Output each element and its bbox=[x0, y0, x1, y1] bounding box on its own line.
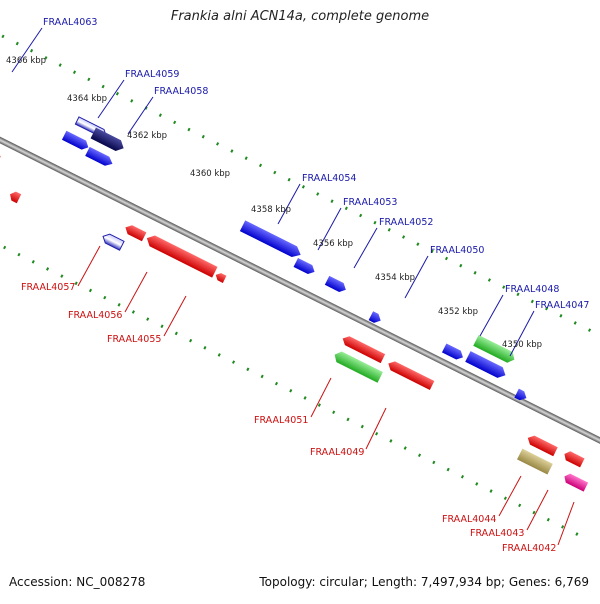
label-leader-line bbox=[498, 475, 522, 517]
gene-label-fraal4051: FRAAL4051 bbox=[254, 415, 308, 426]
label-leader-line bbox=[317, 207, 342, 251]
kbp-tick-label: 4354 kbp bbox=[375, 273, 415, 283]
gene-feature-fraal4042[interactable] bbox=[562, 472, 589, 492]
gene-feature-fraal4047[interactable] bbox=[465, 351, 508, 381]
gene-feature-fraal4055[interactable] bbox=[144, 233, 218, 278]
tick-ruler-forward bbox=[1, 34, 600, 369]
gene-feature-fraal4043[interactable] bbox=[517, 448, 553, 475]
gene-feature-fraal4048[interactable] bbox=[473, 334, 517, 365]
gene-feature-fraal4044[interactable] bbox=[526, 433, 558, 457]
label-leader-line bbox=[365, 407, 387, 450]
gene-feature-fraal4049[interactable] bbox=[386, 359, 435, 390]
label-leader-line bbox=[310, 377, 332, 418]
gene-label-fraal4044: FRAAL4044 bbox=[442, 514, 496, 525]
gene-label-fraal4058: FRAAL4058 bbox=[154, 86, 208, 97]
gene-feature-fraal4056[interactable] bbox=[123, 223, 147, 242]
gene-feature-fwd[interactable] bbox=[293, 257, 317, 276]
ruler-line-inner bbox=[0, 202, 581, 537]
gene-feature-rev[interactable] bbox=[8, 190, 22, 204]
feature-labels: 4366 kbp 4364 kbp 4362 kbp 4360 kbp 4358 kbp… bbox=[6, 17, 589, 554]
kbp-tick-label: 4366 kbp bbox=[6, 56, 46, 66]
gene-feature-fraal4054[interactable] bbox=[239, 220, 303, 260]
genome-backbone bbox=[0, 108, 600, 455]
gene-label-fraal4048: FRAAL4048 bbox=[505, 284, 559, 295]
gene-feature-rev[interactable] bbox=[340, 334, 386, 364]
gene-feature-fraal4051[interactable] bbox=[332, 349, 383, 383]
gene-feature-fwd[interactable] bbox=[514, 388, 528, 403]
label-leader-line bbox=[163, 295, 187, 337]
accession-text: Accession: NC_008278 bbox=[9, 575, 146, 589]
label-leader-line bbox=[77, 245, 101, 287]
label-leader-line bbox=[479, 294, 504, 337]
kbp-tick-label: 4352 kbp bbox=[438, 307, 478, 317]
label-leader-line bbox=[557, 501, 575, 546]
gene-label-fraal4056: FRAAL4056 bbox=[68, 310, 122, 321]
ruler-line-outer bbox=[1, 34, 600, 369]
label-leaders bbox=[11, 27, 575, 546]
label-leader-line bbox=[277, 183, 301, 225]
gene-label-fraal4063: FRAAL4063 bbox=[43, 17, 97, 28]
gene-label-fraal4043: FRAAL4043 bbox=[470, 528, 524, 539]
gene-feature-fraal4063[interactable] bbox=[0, 112, 1, 127]
tick-ruler-reverse bbox=[0, 202, 581, 537]
label-leader-line bbox=[97, 79, 125, 119]
gene-label-fraal4050: FRAAL4050 bbox=[430, 245, 484, 256]
gene-label-fraal4053: FRAAL4053 bbox=[343, 197, 397, 208]
gene-label-fraal4049: FRAAL4049 bbox=[310, 447, 364, 458]
gene-feature-fraal4052[interactable] bbox=[368, 311, 383, 325]
gene-label-fraal4054: FRAAL4054 bbox=[302, 173, 356, 184]
kbp-tick-label: 4356 kbp bbox=[313, 239, 353, 249]
label-leader-line bbox=[526, 489, 549, 531]
genome-track bbox=[0, 34, 600, 537]
gene-label-fraal4052: FRAAL4052 bbox=[379, 217, 433, 228]
gene-label-fraal4055: FRAAL4055 bbox=[107, 334, 161, 345]
gene-feature-fraal4058[interactable] bbox=[90, 127, 127, 154]
label-leader-line bbox=[124, 271, 148, 313]
forward-features bbox=[0, 112, 528, 403]
kbp-tick-label: 4360 kbp bbox=[190, 169, 230, 179]
label-leader-line bbox=[509, 310, 535, 357]
label-leader-line bbox=[127, 96, 154, 135]
kbp-tick-label: 4362 kbp bbox=[127, 131, 167, 141]
reverse-features bbox=[0, 142, 589, 492]
kbp-tick-label: 4364 kbp bbox=[67, 94, 107, 104]
label-leader-line bbox=[404, 255, 429, 299]
gene-label-fraal4059: FRAAL4059 bbox=[125, 69, 179, 80]
gene-label-fraal4047: FRAAL4047 bbox=[535, 300, 589, 311]
gene-feature-fraal4057[interactable] bbox=[101, 232, 125, 251]
kbp-tick-label: 4358 kbp bbox=[251, 205, 291, 215]
gene-feature-fraal4050[interactable] bbox=[441, 343, 465, 361]
label-leader-line bbox=[11, 27, 43, 73]
gene-feature-fwd[interactable] bbox=[85, 146, 115, 168]
gene-feature-fraal4053[interactable] bbox=[324, 275, 348, 294]
label-leader-line bbox=[353, 227, 378, 269]
gene-feature-fwd[interactable] bbox=[61, 130, 91, 152]
gene-label-fraal4057: FRAAL4057 bbox=[21, 282, 75, 293]
kbp-tick-label: 4350 kbp bbox=[502, 340, 542, 350]
map-title: Frankia alni ACN14a, complete genome bbox=[170, 9, 430, 24]
genome-summary-text: Topology: circular; Length: 7,497,934 bp… bbox=[259, 575, 589, 589]
gene-feature-rev[interactable] bbox=[214, 271, 227, 283]
gene-feature-rev[interactable] bbox=[562, 450, 585, 468]
gene-feature-rev[interactable] bbox=[0, 142, 3, 161]
gene-label-fraal4042: FRAAL4042 bbox=[502, 543, 556, 554]
